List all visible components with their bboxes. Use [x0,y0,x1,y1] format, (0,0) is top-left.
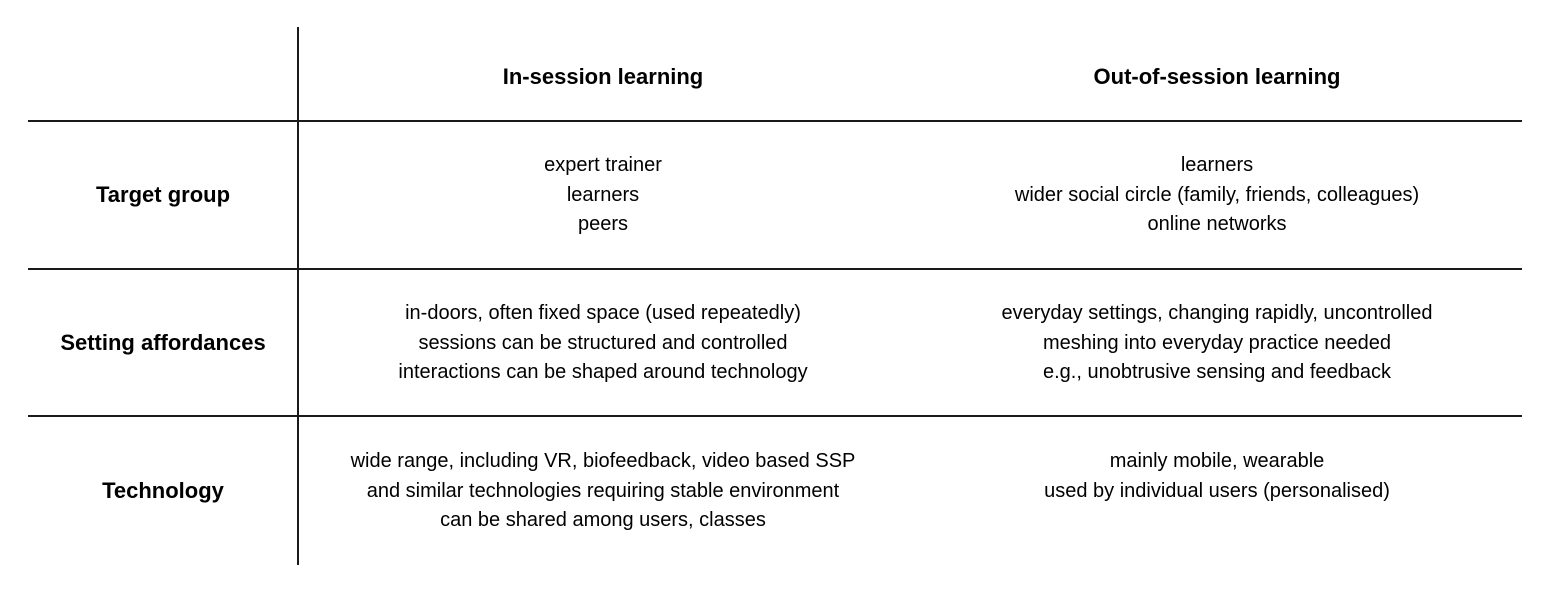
cell-setting-affordances-in-session: in-doors, often fixed space (used repeat… [300,299,906,388]
cell-line: mainly mobile, wearable [1109,450,1325,472]
column-header-out-of-session: Out-of-session learning [1093,64,1341,89]
row-divider [28,268,1522,270]
cell-line: used by individual users (personalised) [1044,479,1390,502]
cell-line: sessions can be structured and controlle… [418,331,788,354]
cell-line: meshing into everyday practice needed [1043,331,1391,354]
column-divider [297,27,299,565]
row-divider [28,415,1522,417]
cell-technology-in-session: wide range, including VR, biofeedback, v… [300,447,906,536]
cell-target-group-out-of-session: learners wider social circle (family, fr… [912,151,1522,240]
column-header-in-session: In-session learning [502,64,704,89]
cell-target-group-in-session: expert trainer learners peers [300,151,906,240]
cell-line: peers [577,213,629,235]
row-header-setting-affordances: Setting affordances [60,329,266,355]
cell-line: can be shared among users, classes [440,509,766,531]
cell-line: everyday settings, changing rapidly, unc… [1001,302,1433,324]
cell-line: online networks [1147,213,1287,235]
cell-line: e.g., unobtrusive sensing and feedback [1042,361,1392,383]
row-divider [28,120,1522,122]
cell-line: and similar technologies requiring stabl… [366,479,840,502]
row-header-technology: Technology [102,478,224,503]
cell-line: in-doors, often fixed space (used repeat… [405,302,801,324]
cell-setting-affordances-out-of-session: everyday settings, changing rapidly, unc… [912,299,1522,388]
cell-line: expert trainer [544,154,662,176]
cell-line: wider social circle (family, friends, co… [1014,183,1420,206]
cell-line: interactions can be shaped around techno… [398,361,808,383]
row-header-target-group: Target group [95,182,231,207]
cell-line: learners [1180,154,1254,176]
cell-technology-out-of-session: mainly mobile, wearable used by individu… [912,447,1522,506]
cell-line: wide range, including VR, biofeedback, v… [350,450,856,472]
cell-line: learners [566,183,640,206]
